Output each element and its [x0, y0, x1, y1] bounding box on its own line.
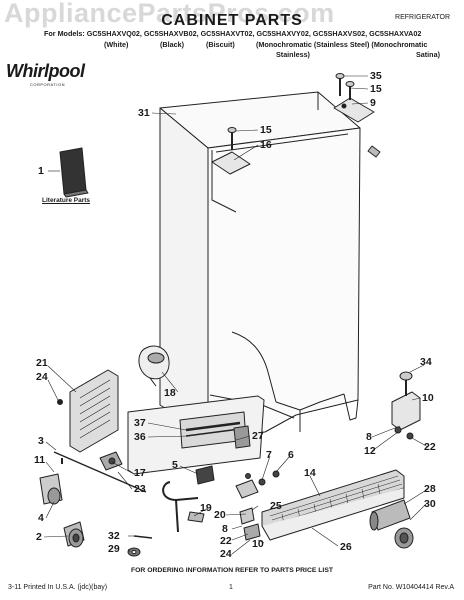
page-number: 1 — [229, 584, 233, 591]
callout-32: 32 — [108, 530, 120, 542]
callout-6: 6 — [288, 449, 294, 461]
leveling-parts — [39, 451, 153, 557]
callout-2: 2 — [36, 531, 42, 543]
callout-12: 12 — [364, 445, 376, 457]
callout-26: 26 — [340, 541, 352, 553]
part-number: Part No. W10404414 Rev.A — [368, 584, 454, 591]
page-title: CABINET PARTS — [161, 12, 303, 29]
callout-29: 29 — [108, 543, 120, 555]
models-line: For Models: GC5SHAXVQ02, GC5SHAXVB02, GC… — [44, 29, 422, 38]
callout-24-bottom: 24 — [220, 548, 232, 560]
callout-8-bottom: 8 — [222, 523, 228, 535]
variant-white: (White) — [104, 40, 129, 49]
callout-15-center: 15 — [260, 124, 272, 136]
callout-7: 7 — [266, 449, 272, 461]
top-hinge — [333, 73, 381, 158]
callout-34: 34 — [420, 356, 432, 368]
watermark: AppliancePartsPros.com — [4, 0, 335, 28]
callout-27: 27 — [252, 430, 264, 442]
roller-assembly — [369, 499, 414, 549]
callout-11: 11 — [34, 454, 46, 466]
callout-22-bottom: 22 — [220, 535, 232, 547]
lower-hinge-bracket — [391, 371, 421, 440]
filter-bag — [138, 345, 170, 387]
lower-frame — [127, 395, 265, 533]
callout-3: 3 — [38, 435, 44, 447]
brand-logo: Whirlpool — [6, 61, 85, 81]
callout-20: 20 — [214, 509, 226, 521]
callout-23: 23 — [134, 483, 146, 495]
center-hinge-bracket — [211, 127, 251, 175]
leader-lines — [43, 75, 429, 555]
print-info: 3-11 Printed In U.S.A. (jdc)(bay) — [8, 584, 108, 591]
callout-1: 1 — [38, 165, 44, 177]
callout-17: 17 — [134, 467, 146, 479]
callout-5: 5 — [172, 459, 178, 471]
callout-28: 28 — [424, 483, 436, 495]
literature-booklet — [59, 147, 89, 198]
callout-21: 21 — [36, 357, 48, 369]
callout-16: 16 — [260, 139, 272, 151]
ordering-note: FOR ORDERING INFORMATION REFER TO PARTS … — [130, 567, 334, 574]
page-subtitle: REFRIGERATOR — [395, 14, 450, 21]
center-brackets — [235, 470, 280, 541]
callout-14: 14 — [304, 467, 316, 479]
variant-stainless: Stainless) — [276, 50, 310, 59]
variant-satina: Satina) — [416, 50, 440, 59]
callout-36: 36 — [134, 431, 146, 443]
callout-10-bottom: 10 — [252, 538, 264, 550]
callout-24-upper: 24 — [36, 371, 48, 383]
callout-9: 9 — [370, 97, 376, 109]
callout-25: 25 — [270, 500, 282, 512]
variant-monochromatic: (Monochromatic (Stainless Steel) (Monoch… — [256, 40, 428, 49]
toe-grille — [261, 469, 405, 541]
cabinet-shell — [159, 91, 361, 436]
callout-15-top: 15 — [370, 83, 382, 95]
variant-black: (Black) — [160, 40, 184, 49]
callout-18: 18 — [164, 387, 176, 399]
callout-30: 30 — [424, 498, 436, 510]
literature-parts-label: Literature Parts — [42, 197, 91, 204]
callout-31: 31 — [138, 107, 150, 119]
callout-22-right: 22 — [424, 441, 436, 453]
callout-37: 37 — [134, 417, 146, 429]
callout-35: 35 — [370, 70, 382, 82]
callout-19: 19 — [200, 502, 212, 514]
brand-tagline: CORPORATION — [30, 82, 65, 87]
callout-10-upper: 10 — [422, 392, 434, 404]
control-box — [57, 369, 119, 453]
variant-biscuit: (Biscuit) — [206, 40, 235, 49]
callout-4: 4 — [38, 512, 44, 524]
callout-8-right: 8 — [366, 431, 372, 443]
